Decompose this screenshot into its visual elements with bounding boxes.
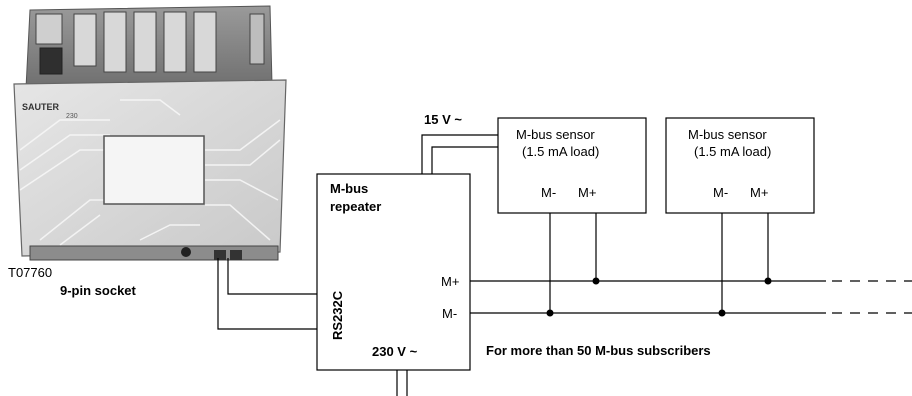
subscriber-note: For more than 50 M-bus subscribers	[486, 343, 711, 358]
mbus-repeater: M-bus repeater RS232C M+ M- 230 V ~	[316, 173, 471, 371]
junction-dot	[546, 309, 554, 317]
rs232-port-2	[230, 250, 242, 260]
terminal-blocks	[35, 11, 265, 75]
sensor-box	[665, 117, 815, 214]
terminal-block	[35, 13, 63, 45]
mounting-knob	[181, 247, 191, 257]
wiring	[217, 134, 912, 396]
repeater-title-line2: repeater	[330, 199, 381, 214]
sensor-title: M-bus sensor	[516, 127, 595, 142]
socket-label: 9-pin socket	[60, 283, 137, 298]
rs232-cable-2	[217, 258, 317, 330]
sensor-terminal-minus: M-	[541, 185, 556, 200]
controller-device-illustration: SAUTER 230	[13, 5, 287, 261]
terminal-block	[133, 11, 157, 73]
sensor-terminal-plus: M+	[578, 185, 596, 200]
repeater-title-line1: M-bus	[330, 181, 368, 196]
supply-15v-wire-2	[431, 146, 498, 174]
junction-dot	[764, 277, 772, 285]
rs232-cable-1	[227, 258, 317, 295]
sauter-logo: SAUTER	[22, 102, 60, 112]
repeater-mminus-terminal: M-	[442, 306, 457, 321]
sensor-load: (1.5 mA load)	[694, 144, 771, 159]
sensor-terminal-minus: M-	[713, 185, 728, 200]
mbus-sensor-1: M-bus sensor (1.5 mA load) M- M+	[497, 117, 647, 214]
junction-dots	[546, 277, 772, 317]
repeater-mplus-terminal: M+	[441, 274, 459, 289]
supply-15v-wire-1	[421, 134, 498, 174]
terminal-block	[193, 11, 217, 73]
rs232-port	[214, 250, 226, 260]
sensor-title: M-bus sensor	[688, 127, 767, 142]
display-window	[103, 135, 205, 205]
terminal-block	[249, 13, 265, 65]
sensor-load: (1.5 mA load)	[522, 144, 599, 159]
circuit-pattern	[19, 99, 281, 246]
junction-dot	[718, 309, 726, 317]
model-number-logo: 230	[66, 113, 78, 120]
supply-15v-label: 15 V ~	[424, 112, 462, 127]
model-code: T07760	[8, 265, 52, 280]
supply-230v-label: 230 V ~	[372, 344, 418, 359]
terminal-block	[163, 11, 187, 73]
junction-dot	[592, 277, 600, 285]
terminal-block	[73, 13, 97, 67]
mbus-sensor-2: M-bus sensor (1.5 mA load) M- M+	[665, 117, 815, 214]
terminal-block	[103, 11, 127, 73]
rs232c-label: RS232C	[330, 290, 345, 340]
sensor-box	[497, 117, 647, 214]
sensor-terminal-plus: M+	[750, 185, 768, 200]
repeater-box	[316, 173, 471, 371]
terminal-block	[39, 47, 63, 75]
